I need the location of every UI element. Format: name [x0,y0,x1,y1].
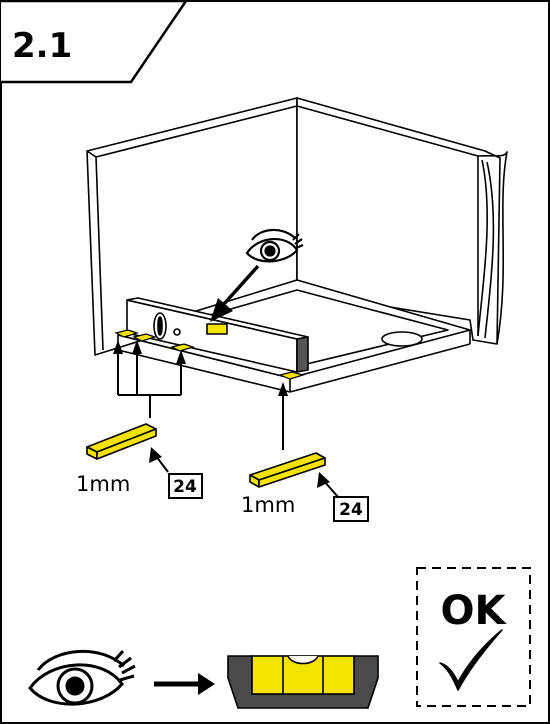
eye-icon [245,228,304,263]
shim-right-thickness: 1mm [241,493,295,517]
part-ref-box-left [168,473,203,499]
step-number: 2.1 [12,26,72,66]
level-vial [206,323,228,335]
ok-label: OK [441,588,508,634]
check-icon [439,629,503,691]
spirit-level [126,297,309,373]
shim-left-thickness: 1mm [76,472,130,496]
step-tab [1,0,189,84]
look-arrow [210,264,260,322]
ok-box [416,567,531,707]
eye-icon-large [28,649,136,706]
shims-placed [114,329,306,380]
part-ref-right: 24 [339,500,363,520]
room-walls [86,97,508,356]
part-ref-left: 24 [173,477,197,497]
left-shim-arrows [117,352,182,418]
shower-tray [117,279,471,393]
shim-right [249,452,326,488]
part-ref-box-right [333,496,369,522]
shim-left [86,423,157,460]
level-vial-closeup [227,655,379,709]
